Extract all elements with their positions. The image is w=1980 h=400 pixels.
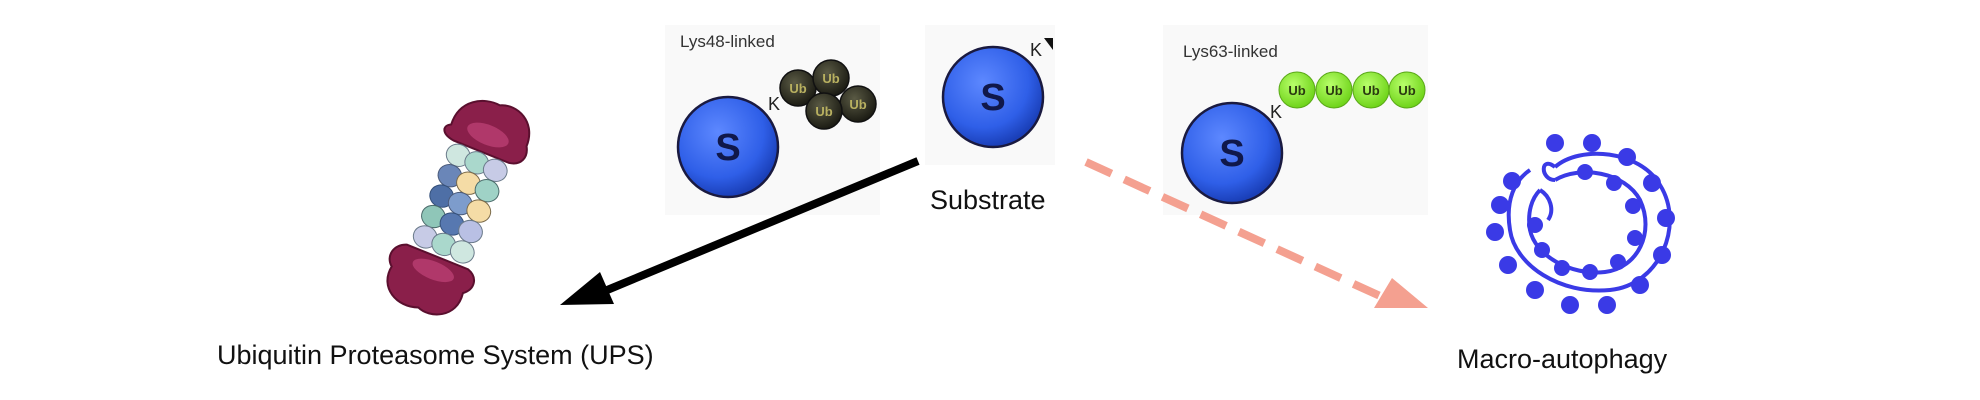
substrate-lysine-marker-icon — [1044, 38, 1053, 50]
autophagy-caption: Macro-autophagy — [1457, 344, 1668, 374]
lys48-ub-1: Ub — [789, 81, 806, 96]
lys63-ub-3: Ub — [1362, 83, 1379, 98]
arrow-to-autophagy — [1084, 158, 1428, 308]
lys48-ub-chain: Ub Ub Ub Ub — [779, 59, 877, 130]
lys48-label: Lys48-linked — [680, 32, 775, 51]
lys63-s-letter: S — [1219, 133, 1244, 175]
lys48-s-letter: S — [715, 127, 740, 169]
substrate-k-label: K — [1030, 40, 1042, 60]
proteasome-icon — [386, 99, 531, 316]
lys48-ub-4: Ub — [815, 104, 832, 119]
free-substrate: S K — [941, 38, 1053, 149]
phagophore-dots — [1486, 134, 1675, 314]
lys48-k-label: K — [768, 94, 780, 114]
lys63-ub-1: Ub — [1288, 83, 1305, 98]
substrate-s-letter: S — [980, 77, 1005, 119]
lys63-ub-chain: Ub Ub Ub Ub — [1278, 71, 1426, 109]
lys48-ub-2: Ub — [822, 71, 839, 86]
lys63-ub-4: Ub — [1398, 83, 1415, 98]
lys63-ub-2: Ub — [1325, 83, 1342, 98]
ups-caption: Ubiquitin Proteasome System (UPS) — [217, 340, 654, 370]
lys63-substrate: S K — [1180, 101, 1284, 205]
arrow-to-ups — [560, 157, 920, 305]
lys63-k-label: K — [1270, 102, 1282, 122]
substrate-caption: Substrate — [930, 185, 1046, 215]
lys48-ub-3: Ub — [849, 97, 866, 112]
lys63-label: Lys63-linked — [1183, 42, 1278, 61]
lys48-substrate: S K — [676, 94, 780, 199]
